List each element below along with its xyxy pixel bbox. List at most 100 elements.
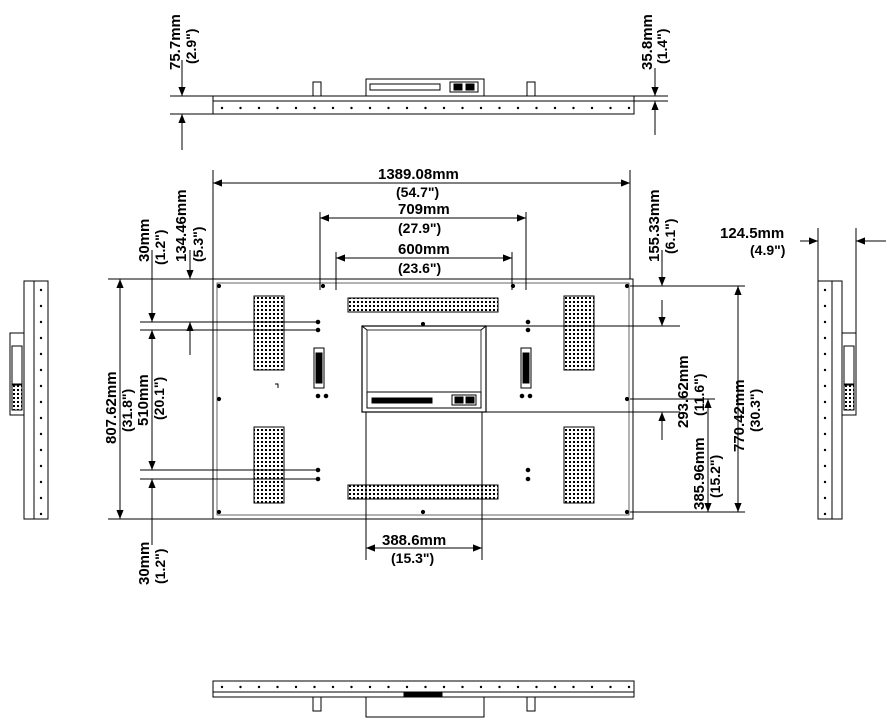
top-margin-in: (1.2") [152, 230, 168, 265]
box-v-in: (11.6") [691, 374, 707, 416]
vesa-h1-mm: 709mm [398, 201, 450, 218]
box-width-in: (15.3") [391, 550, 434, 566]
side-depth-in: (4.9") [750, 242, 785, 258]
screw-dot [609, 106, 612, 110]
screw-dot [424, 106, 427, 110]
screw-dot [313, 106, 316, 110]
screw-dot [609, 685, 612, 689]
screw-dot [553, 685, 557, 689]
screw-dot [368, 106, 372, 110]
inner-height-in: (30.3") [747, 389, 763, 432]
screw-dot [39, 320, 43, 324]
top-depth-slim-in: (1.4") [654, 29, 670, 64]
screw-dot [823, 480, 827, 484]
screw-dot [823, 400, 827, 404]
height-in: (31.8") [119, 389, 135, 432]
box-v-mm: 293.62mm [675, 355, 692, 428]
screw-dot [220, 106, 224, 110]
screw-dot [39, 416, 43, 420]
top-depth-mm: 75.7mm [167, 14, 184, 70]
width-in: (54.7") [396, 184, 439, 200]
inner-height-mm: 770.42mm [731, 379, 748, 452]
box-bottom-in: (15.2") [707, 455, 723, 498]
right-side-view [800, 228, 886, 520]
screw-dot [39, 400, 43, 404]
width-mm: 1389.08mm [378, 166, 459, 183]
screw-dot [823, 384, 827, 388]
screw-dot [823, 448, 827, 452]
side-depth-mm: 124.5mm [720, 225, 784, 242]
screw-dot [572, 685, 575, 689]
screw-dot [39, 352, 43, 356]
screw-dot [39, 496, 43, 500]
rear-panel [212, 278, 634, 520]
screw-dot [823, 352, 827, 356]
screw-dot [39, 480, 43, 484]
right-top-mm: 155.33mm [646, 189, 663, 262]
screw-dot [461, 106, 464, 110]
screw-dot [424, 685, 427, 689]
screw-dot [294, 685, 298, 689]
top-view-dimensions [170, 60, 668, 150]
screw-dot [257, 685, 261, 689]
bottom-margin-mm: 30mm [136, 542, 153, 585]
vesa-h2-in: (23.6") [398, 260, 441, 276]
screw-dot [823, 496, 827, 500]
screw-dot [39, 384, 43, 388]
screw-dot [553, 106, 557, 110]
vesa-top-offset-in: (5.3") [190, 227, 206, 262]
left-side-view [9, 280, 49, 520]
screw-dot [823, 336, 827, 340]
screw-dot [823, 368, 827, 372]
screw-dot [405, 685, 409, 689]
screw-dot [350, 685, 353, 689]
right-top-in: (6.1") [662, 219, 678, 254]
screw-dot [535, 106, 538, 110]
screw-dot [368, 685, 372, 689]
screw-dot [220, 685, 224, 689]
bottom-margin-in: (1.2") [152, 549, 168, 584]
screw-dot [498, 685, 501, 689]
top-depth-in: (2.9") [183, 29, 199, 64]
vesa-v-mm: 510mm [135, 374, 152, 426]
screw-dot [627, 106, 631, 110]
vesa-v-in: (20.1") [151, 377, 167, 420]
screw-dot [294, 106, 298, 110]
screw-dot [39, 368, 43, 372]
screw-dot [823, 416, 827, 420]
box-width-mm: 388.6mm [382, 532, 446, 549]
height-mm: 807.62mm [103, 371, 120, 444]
screw-dot [516, 106, 520, 110]
top-depth-slim-mm: 35.8mm [639, 14, 656, 70]
screw-dot [331, 106, 335, 110]
screw-dot [461, 685, 464, 689]
screw-dot [39, 304, 43, 308]
screw-dot [479, 106, 483, 110]
screw-dot [823, 464, 827, 468]
screw-dot [479, 685, 483, 689]
screw-dot [257, 106, 261, 110]
screw-dot [239, 685, 242, 689]
screw-dot [590, 685, 594, 689]
screw-dot [535, 685, 538, 689]
screw-dot [572, 106, 575, 110]
screw-dot [627, 685, 631, 689]
screw-dot [350, 106, 353, 110]
box-bottom-mm: 385.96mm [691, 437, 708, 510]
screw-dot [516, 685, 520, 689]
screw-dot [823, 512, 827, 516]
screw-dot [590, 106, 594, 110]
rear-panel-dimensions [108, 170, 745, 560]
top-view [212, 78, 635, 115]
screw-dot [276, 106, 279, 110]
screw-dot [442, 106, 446, 110]
screw-dot [39, 464, 43, 468]
vesa-top-offset-mm: 134.46mm [173, 189, 190, 262]
screw-dot [276, 685, 279, 689]
screw-dot [823, 432, 827, 436]
screw-dot [442, 685, 446, 689]
top-margin-mm: 30mm [136, 219, 153, 262]
screw-dot [39, 336, 43, 340]
screw-dot [823, 320, 827, 324]
bottom-view [212, 680, 635, 718]
